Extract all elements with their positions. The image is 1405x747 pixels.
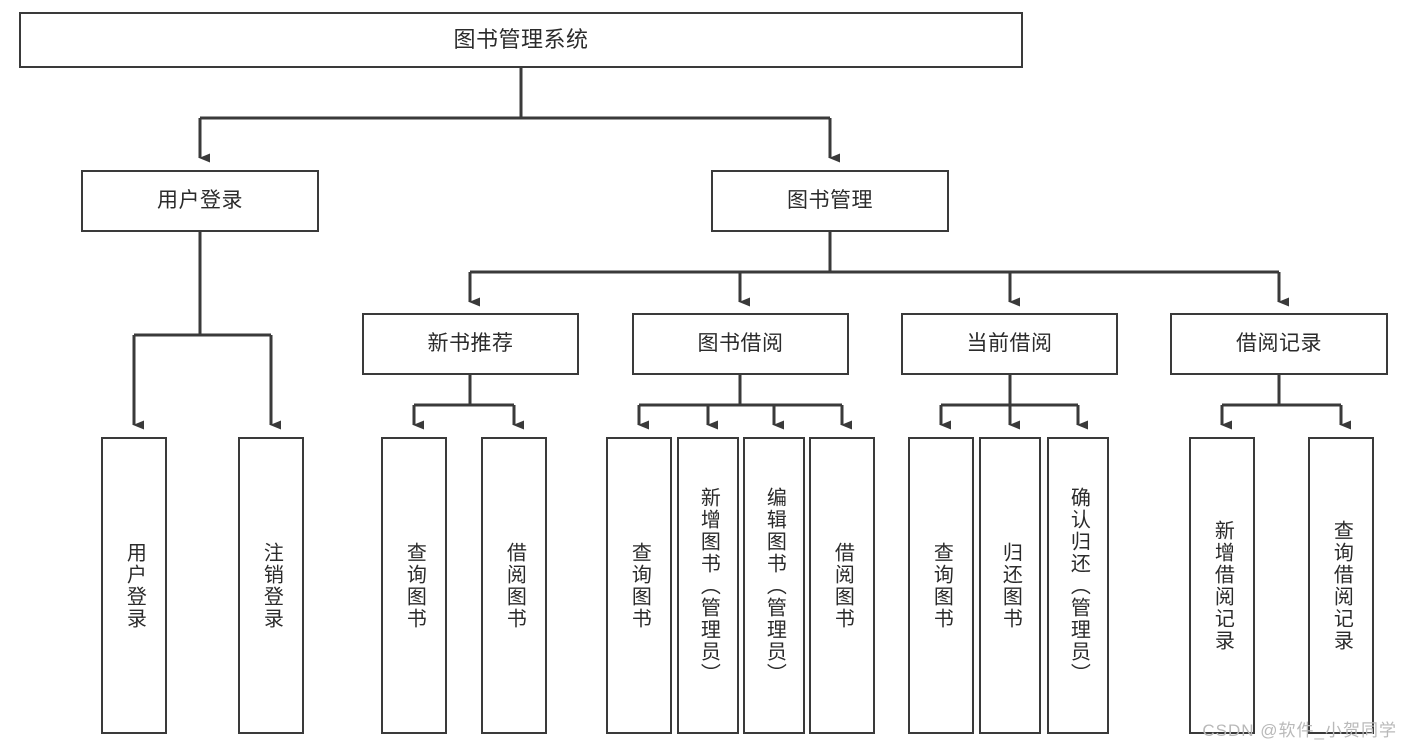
node-book-borrow[interactable]: 图书借阅 <box>632 313 849 375</box>
node-user-login[interactable]: 用户登录 <box>81 170 319 232</box>
node-leaf-logout[interactable]: 注销登录 <box>238 437 304 734</box>
node-leaf-borrow-book-2[interactable]: 借阅图书 <box>809 437 875 734</box>
node-borrow-record-label: 借阅记录 <box>1236 332 1322 356</box>
node-leaf-borrow-book-1[interactable]: 借阅图书 <box>481 437 547 734</box>
node-book-manage-label: 图书管理 <box>787 189 873 213</box>
node-leaf-query-book-1-label: 查询图书 <box>403 541 426 630</box>
node-leaf-add-book-admin-label: 新增图书（管理员） <box>697 486 720 685</box>
node-leaf-confirm-return-admin[interactable]: 确认归还（管理员） <box>1047 437 1109 734</box>
node-user-login-label: 用户登录 <box>157 189 243 213</box>
node-leaf-user-login-label: 用户登录 <box>123 541 146 630</box>
node-leaf-add-book-admin[interactable]: 新增图书（管理员） <box>677 437 739 734</box>
node-leaf-edit-book-admin[interactable]: 编辑图书（管理员） <box>743 437 805 734</box>
node-leaf-return-book[interactable]: 归还图书 <box>979 437 1041 734</box>
node-leaf-query-book-2[interactable]: 查询图书 <box>606 437 672 734</box>
node-leaf-query-borrow-record[interactable]: 查询借阅记录 <box>1308 437 1374 734</box>
node-leaf-user-login[interactable]: 用户登录 <box>101 437 167 734</box>
node-leaf-query-book-3-label: 查询图书 <box>930 541 953 630</box>
watermark: CSDN @软件_小贺同学 <box>1202 721 1397 740</box>
node-leaf-query-borrow-record-label: 查询借阅记录 <box>1330 519 1353 652</box>
node-leaf-query-book-1[interactable]: 查询图书 <box>381 437 447 734</box>
node-leaf-add-borrow-record-label: 新增借阅记录 <box>1211 519 1234 652</box>
node-current-borrow[interactable]: 当前借阅 <box>901 313 1118 375</box>
node-current-borrow-label: 当前借阅 <box>966 332 1053 356</box>
node-leaf-return-book-label: 归还图书 <box>999 541 1022 630</box>
node-leaf-confirm-return-admin-label: 确认归还（管理员） <box>1067 486 1090 685</box>
node-root[interactable]: 图书管理系统 <box>19 12 1023 68</box>
node-leaf-borrow-book-2-label: 借阅图书 <box>831 541 854 630</box>
node-leaf-query-book-2-label: 查询图书 <box>628 541 651 630</box>
node-book-borrow-label: 图书借阅 <box>697 332 784 356</box>
node-borrow-record[interactable]: 借阅记录 <box>1170 313 1388 375</box>
node-leaf-borrow-book-1-label: 借阅图书 <box>503 541 526 630</box>
node-leaf-edit-book-admin-label: 编辑图书（管理员） <box>763 486 786 685</box>
node-leaf-logout-label: 注销登录 <box>260 541 283 630</box>
node-new-book-recommend-label: 新书推荐 <box>427 332 514 356</box>
node-leaf-query-book-3[interactable]: 查询图书 <box>908 437 974 734</box>
node-book-manage[interactable]: 图书管理 <box>711 170 949 232</box>
node-new-book-recommend[interactable]: 新书推荐 <box>362 313 579 375</box>
node-leaf-add-borrow-record[interactable]: 新增借阅记录 <box>1189 437 1255 734</box>
node-root-label: 图书管理系统 <box>453 26 589 52</box>
